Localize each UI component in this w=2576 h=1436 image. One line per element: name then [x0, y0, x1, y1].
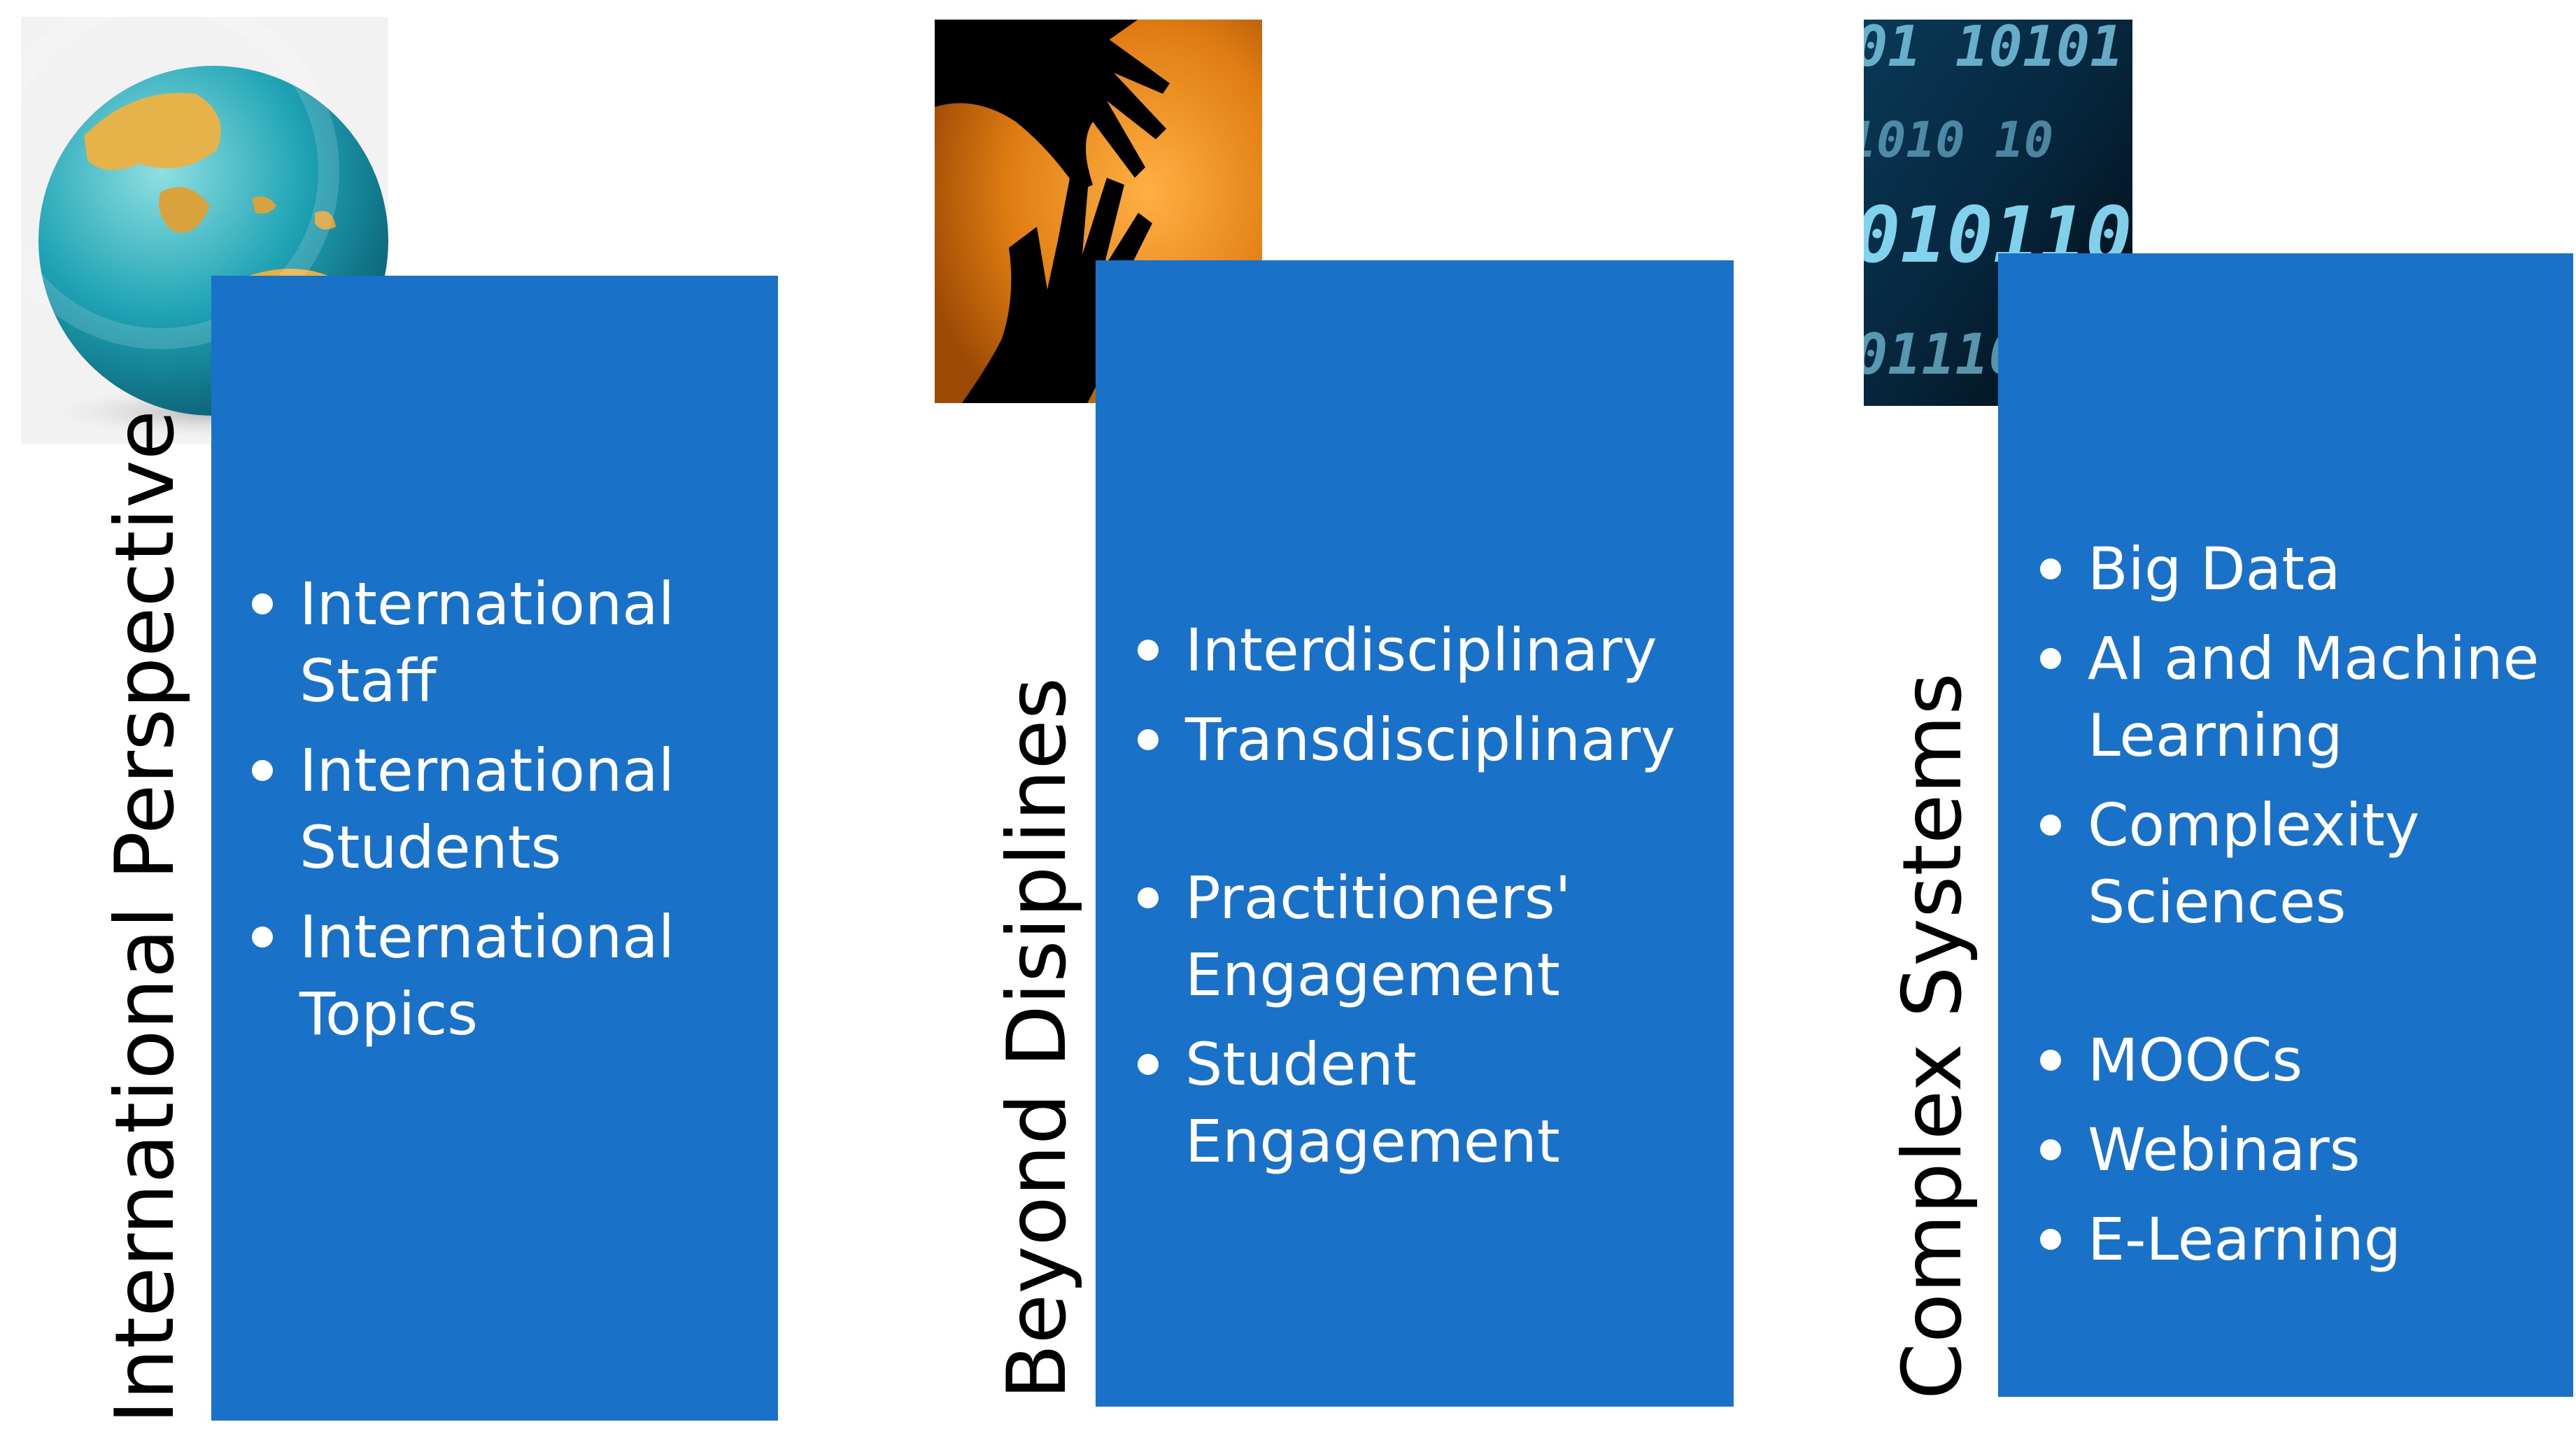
- bullet-dot: [1138, 887, 1159, 908]
- list-item: International Staff: [252, 565, 756, 719]
- svg-text:1010 10: 1010 10: [1861, 111, 2053, 169]
- bullet-dot: [2040, 815, 2061, 836]
- list-item: Interdisciplinary: [1138, 612, 1718, 689]
- list-item: Student Engagement: [1138, 1026, 1718, 1180]
- svg-text:01 10101: 01 10101: [1861, 17, 2123, 79]
- bullet-dot: [2040, 1050, 2061, 1071]
- list-item: International Topics: [252, 899, 756, 1053]
- bullet-dot: [2040, 648, 2061, 669]
- list-item: Big Data: [2040, 530, 2558, 607]
- bullet-dot: [252, 593, 273, 614]
- bullet-dot: [1138, 640, 1159, 661]
- bullet-dot: [252, 760, 273, 781]
- bullet-list-beyond-disciplines: Interdisciplinary Transdisciplinary Prac…: [1138, 612, 1718, 1192]
- bullet-dot: [1138, 1054, 1159, 1075]
- list-item: MOOCs: [2040, 1022, 2558, 1099]
- list-item: Webinars: [2040, 1111, 2558, 1188]
- bullet-dot: [252, 927, 273, 948]
- bullet-list-complex-systems: Big Data AI and Machine Learning Complex…: [2040, 530, 2558, 1290]
- panel-international: [211, 276, 778, 1421]
- list-item: E-Learning: [2040, 1201, 2558, 1278]
- bullet-dot: [1138, 729, 1159, 750]
- column-title-beyond-disciplines: Beyond Disiplines: [990, 677, 1084, 1400]
- bullet-dot: [2040, 558, 2061, 579]
- panel-complex-systems: [1998, 253, 2573, 1397]
- list-item: Practitioners' Engagement: [1138, 859, 1718, 1013]
- bullet-dot: [2040, 1139, 2061, 1160]
- panel-beyond-disciplines: [1096, 260, 1734, 1407]
- list-item: Complexity Sciences: [2040, 787, 2558, 941]
- list-item: AI and Machine Learning: [2040, 620, 2558, 774]
- bullet-dot: [2040, 1229, 2061, 1250]
- column-title-complex-systems: Complex Systems: [1885, 673, 1980, 1400]
- bullet-list-international: International Staff International Studen…: [252, 565, 756, 1065]
- list-item: International Students: [252, 732, 756, 886]
- list-item: Transdisciplinary: [1138, 701, 1718, 778]
- column-title-international: International Perspective: [98, 409, 192, 1424]
